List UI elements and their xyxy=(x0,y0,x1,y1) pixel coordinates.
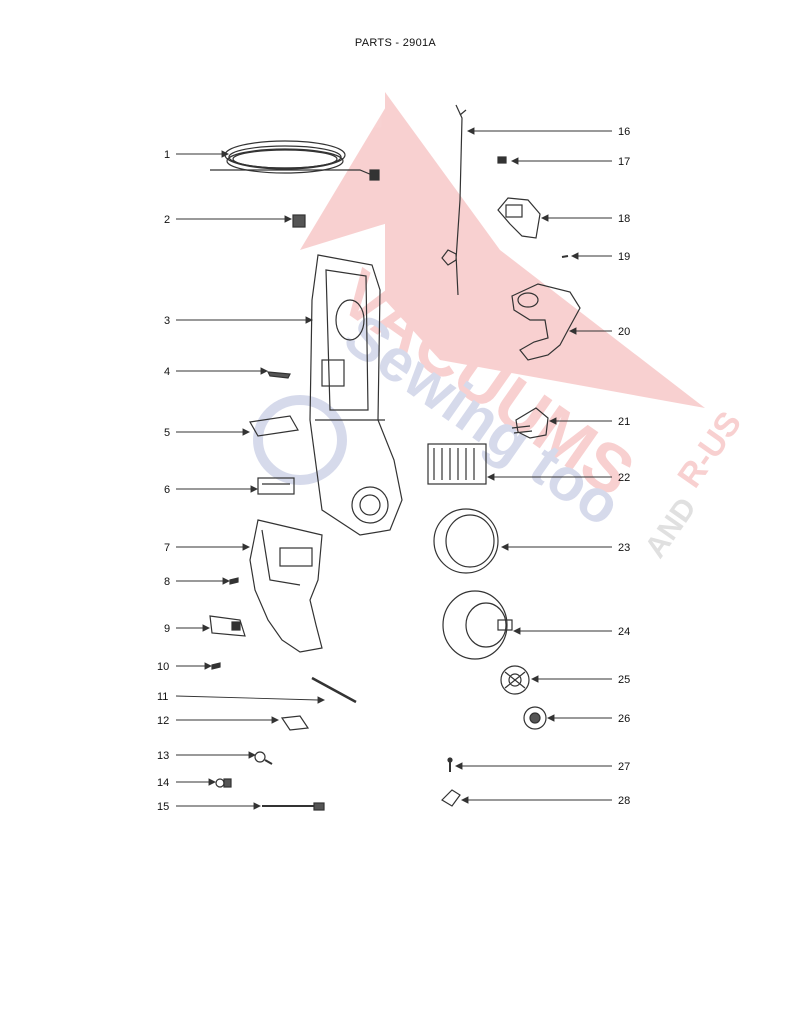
part-27-screw xyxy=(447,757,453,772)
part-15-wire xyxy=(262,802,325,811)
callout-28: 28 xyxy=(618,795,630,807)
watermark-text-rus: R-US xyxy=(670,405,749,495)
part-10-screw xyxy=(211,662,221,670)
callout-15: 15 xyxy=(157,801,169,813)
callout-14: 14 xyxy=(157,777,169,789)
part-20-handle-base xyxy=(511,283,581,361)
part-9-latch xyxy=(209,615,246,637)
part-4-clip xyxy=(266,371,291,379)
callout-3: 3 xyxy=(164,315,170,327)
callout-9: 9 xyxy=(164,623,170,635)
callout-2: 2 xyxy=(164,214,170,226)
part-21-bracket xyxy=(511,407,549,439)
callout-19: 19 xyxy=(618,251,630,263)
part-18-switch-housing xyxy=(497,197,541,239)
part-22-hepa-filter xyxy=(427,443,487,485)
callouts-left: 1 2 3 4 5 6 7 8 9 10 11 12 13 14 15 xyxy=(157,149,170,813)
callout-6: 6 xyxy=(164,484,170,496)
part-11-rod xyxy=(311,676,357,704)
callout-5: 5 xyxy=(164,427,170,439)
callout-13: 13 xyxy=(157,750,169,762)
part-7-front-cover xyxy=(249,519,323,653)
part-12-gasket xyxy=(280,715,310,731)
callout-21: 21 xyxy=(618,416,630,428)
part-14-bumper xyxy=(215,778,232,788)
part-6-filter xyxy=(257,477,295,495)
part-26-bearing xyxy=(523,706,547,730)
callout-4: 4 xyxy=(164,366,170,378)
part-1-power-cord xyxy=(210,140,380,181)
callout-27: 27 xyxy=(618,761,630,773)
callout-25: 25 xyxy=(618,674,630,686)
part-24-motor xyxy=(442,590,513,660)
watermark-text-and: AND xyxy=(639,492,703,564)
parts-drawings xyxy=(209,104,581,811)
callout-11: 11 xyxy=(157,691,168,703)
part-28-clip xyxy=(441,789,461,807)
part-16-wire-harness xyxy=(441,104,467,296)
part-8-screw xyxy=(229,577,239,585)
callout-7: 7 xyxy=(164,542,170,554)
callout-18: 18 xyxy=(618,213,630,225)
watermark-globe xyxy=(253,395,347,485)
callout-12: 12 xyxy=(157,715,169,727)
callout-1: 1 xyxy=(164,149,170,161)
callout-23: 23 xyxy=(618,542,630,554)
callouts-right: 16 17 18 19 20 21 22 23 24 25 26 27 28 xyxy=(618,126,630,807)
callout-16: 16 xyxy=(618,126,630,138)
part-25-fan xyxy=(500,665,530,695)
part-2-switch xyxy=(292,214,306,228)
leader-lines xyxy=(175,127,612,810)
callout-10: 10 xyxy=(157,661,169,673)
watermark-arrow xyxy=(385,92,705,408)
page-title: PARTS - 2901A xyxy=(354,37,437,49)
part-23-gasket-ring xyxy=(433,508,499,574)
part-5-filter-pad xyxy=(249,415,299,437)
callout-24: 24 xyxy=(618,626,630,638)
callout-20: 20 xyxy=(618,326,630,338)
callout-26: 26 xyxy=(618,713,630,725)
callout-17: 17 xyxy=(618,156,630,168)
part-19-pin xyxy=(561,255,569,258)
part-17-screw xyxy=(497,156,507,164)
part-13-wheel-axle xyxy=(254,751,273,765)
callout-22: 22 xyxy=(618,472,630,484)
callout-8: 8 xyxy=(164,576,170,588)
part-3-rear-housing xyxy=(309,254,403,536)
